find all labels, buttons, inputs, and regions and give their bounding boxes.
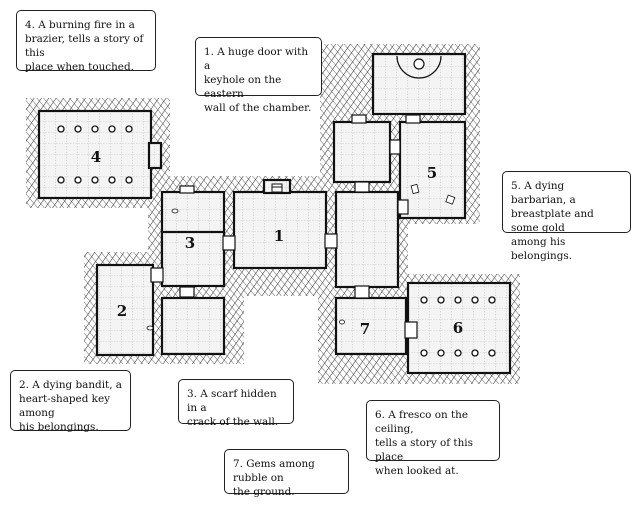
room-2-floor xyxy=(95,263,155,357)
room-5-floor xyxy=(398,120,467,220)
pillar-icon xyxy=(420,296,428,304)
room-6-pillars xyxy=(420,296,496,357)
pillar-icon xyxy=(488,296,496,304)
room-label-7: 7 xyxy=(360,320,370,338)
pillar-icon xyxy=(108,125,116,133)
door-icon xyxy=(354,181,370,193)
pillar-icon xyxy=(108,176,116,184)
fresco-icon xyxy=(396,55,442,79)
pillar-icon xyxy=(91,176,99,184)
door-icon xyxy=(397,199,409,215)
room-4-alcove xyxy=(147,141,163,170)
pillar-icon xyxy=(488,349,496,357)
pillar-icon xyxy=(57,176,65,184)
room-4-pillars xyxy=(57,125,133,184)
pillar-icon xyxy=(471,349,479,357)
pillar-icon xyxy=(454,296,462,304)
room-label-3: 3 xyxy=(185,234,195,252)
room-2b-floor xyxy=(160,296,226,356)
pillar-icon xyxy=(125,125,133,133)
brazier-icon xyxy=(271,183,283,193)
door-icon xyxy=(222,235,236,251)
room-east-corridor xyxy=(334,190,400,289)
room-7-floor xyxy=(334,296,408,356)
note-room-4: 4. A burning fire in a brazier, tells a … xyxy=(16,10,156,73)
note-room-5: 5. A dying barbarian, a breastplate and … xyxy=(502,171,631,262)
note-room-6: 6. A fresco on the ceiling, tells a stor… xyxy=(366,400,500,477)
pillar-icon xyxy=(57,125,65,133)
door-icon xyxy=(179,185,195,194)
room-label-2: 2 xyxy=(117,302,127,320)
door-icon xyxy=(324,233,338,249)
room-label-5: 5 xyxy=(427,164,437,182)
room-label-4: 4 xyxy=(91,148,101,166)
pillar-icon xyxy=(125,176,133,184)
door-icon xyxy=(179,286,195,298)
rubble-icon xyxy=(146,183,456,331)
room-5-west xyxy=(332,120,392,184)
room-label-6: 6 xyxy=(453,319,463,337)
pillar-icon xyxy=(74,125,82,133)
room-label-1: 1 xyxy=(274,227,284,245)
door-icon xyxy=(405,114,421,124)
room-floors xyxy=(37,52,512,375)
doors xyxy=(150,114,421,339)
door-icon xyxy=(404,321,418,339)
room-1-floor xyxy=(232,190,328,270)
pillar-icon xyxy=(471,296,479,304)
pillar-icon xyxy=(437,296,445,304)
door-icon xyxy=(351,114,367,124)
room-5-upper xyxy=(371,52,467,116)
pillar-icon xyxy=(420,349,428,357)
pillar-icon xyxy=(74,176,82,184)
pillar-icon xyxy=(437,349,445,357)
note-room-1: 1. A huge door with a keyhole on the eas… xyxy=(195,37,322,114)
door-icon xyxy=(150,267,164,283)
note-room-3: 3. A scarf hidden in a crack of the wall… xyxy=(178,379,294,428)
note-room-2: 2. A dying bandit, a heart-shaped key am… xyxy=(10,370,131,433)
pillar-icon xyxy=(454,349,462,357)
door-icon xyxy=(389,139,401,155)
room-3-lower-floor xyxy=(160,230,226,288)
door-icon xyxy=(354,285,370,299)
note-room-7: 7. Gems among rubble on the ground. xyxy=(224,449,349,498)
pillar-icon xyxy=(91,125,99,133)
